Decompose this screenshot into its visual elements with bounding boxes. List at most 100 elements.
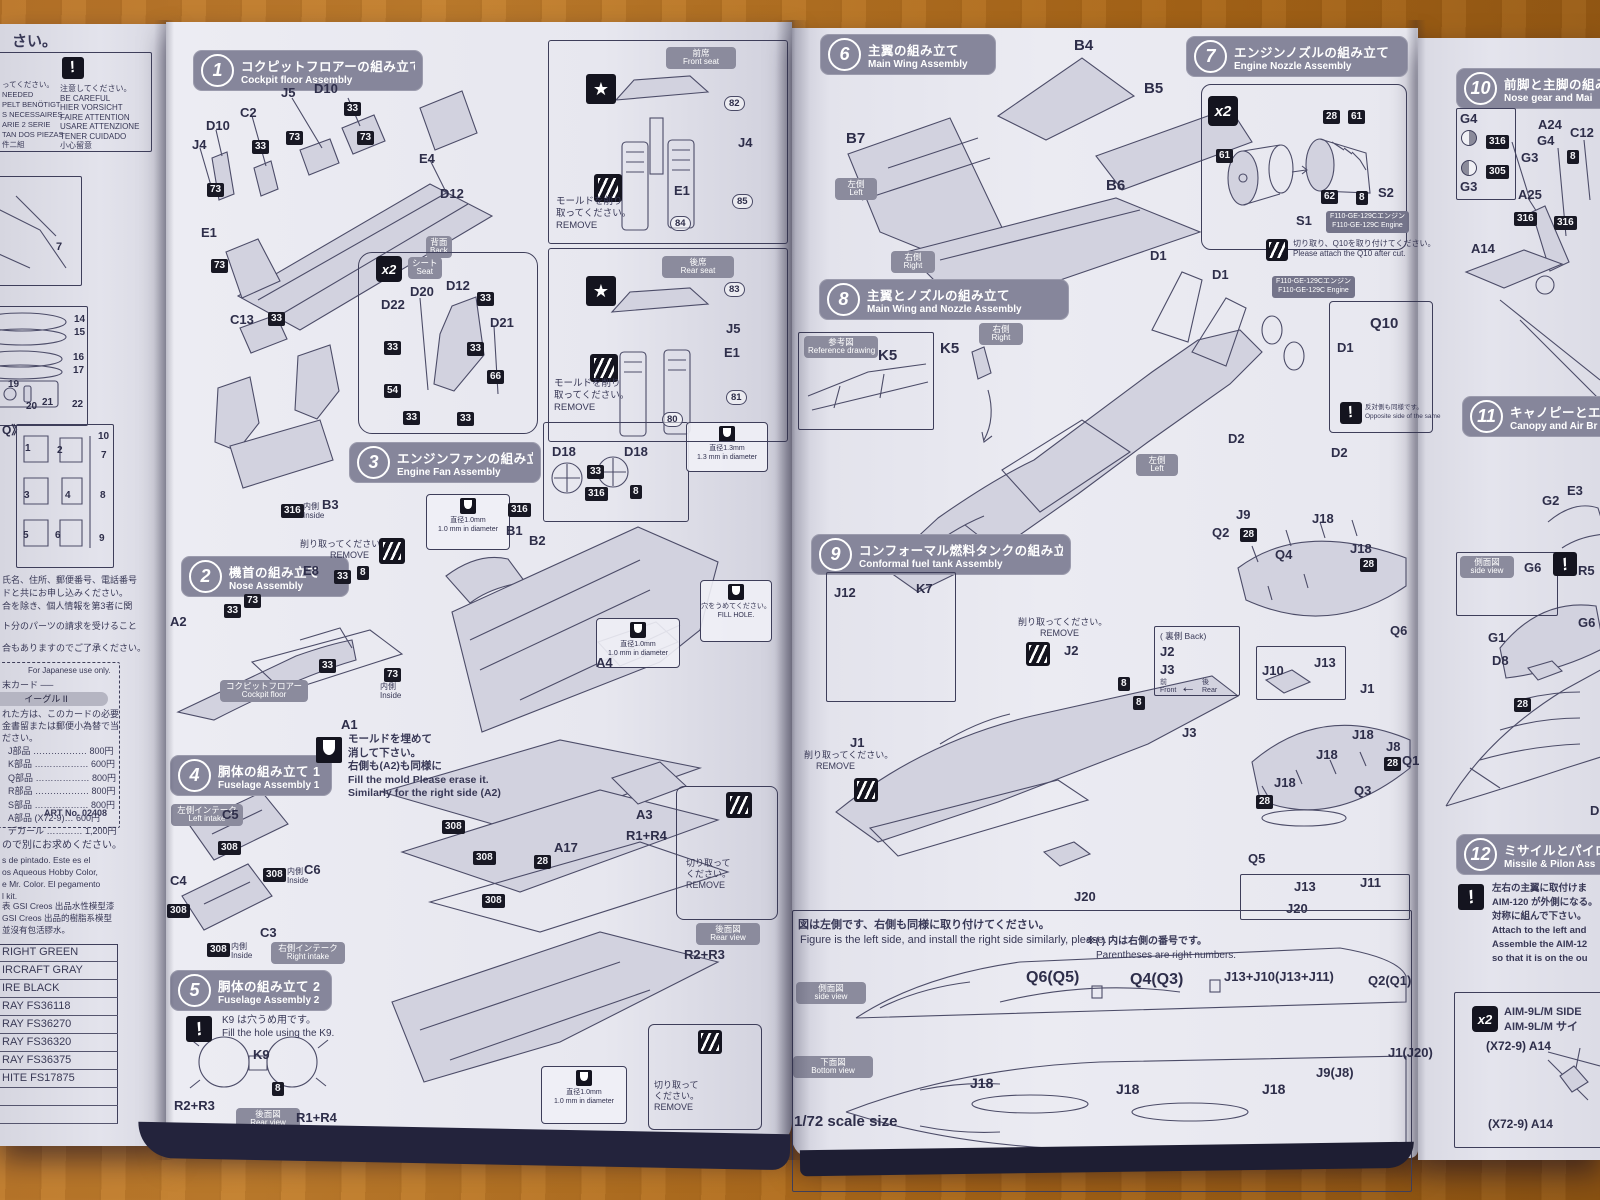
caution-icon: ! [1553,552,1577,576]
part-label-D1: D1 [1337,340,1354,355]
drill-hole-icon [576,1070,592,1086]
part-label-Q2(Q1): Q2(Q1) [1368,973,1412,988]
outline-box [543,422,689,522]
part-label-J20: J20 [1286,901,1308,916]
color-table-row [0,1088,118,1106]
step-number: 5 [178,974,211,1007]
part-label-J4: J4 [192,137,207,152]
part-label-D20: D20 [410,284,434,299]
drill-hole-icon [719,426,735,442]
part-label-G4: G4 [1537,133,1555,148]
outline-box [798,332,934,430]
part-label-D12: D12 [446,278,470,293]
part-label-K9: K9 [253,1047,270,1062]
part-label-D1: D1 [1150,248,1167,263]
drill-hole-icon [728,584,744,600]
part-label-D10: D10 [314,81,338,96]
paint-number-badge-305: 305 [1486,165,1509,179]
paint-number-badge-308: 308 [218,841,241,855]
part-label-C4: C4 [170,873,187,888]
remove-icon [379,538,405,564]
part-label-R2+R3: R2+R3 [684,947,725,962]
part-label-A4: A4 [596,655,613,670]
paint-number-badge-73: 73 [384,668,402,682]
note-text: 削り取ってください。 [1018,617,1108,627]
paint-number-badge-308: 308 [442,820,465,834]
part-label-4: 4 [65,490,71,501]
paint-number-badge-33: 33 [319,659,337,673]
part-label-J2: J2 [1064,643,1079,658]
paint-number-badge-73: 73 [286,131,304,145]
paint-number-badge-33: 33 [384,341,402,355]
paint-number-badge-28: 28 [1384,757,1402,771]
note-text: さい。 [12,33,58,50]
arrowl-icon: ← [1180,679,1196,696]
note-text: Parentheses are right numbers. [1096,950,1237,961]
outline-box [0,306,88,426]
outline-box [1329,301,1433,433]
part-label-R1+R4: R1+R4 [296,1110,337,1125]
part-label-1: 1 [25,443,31,454]
remove-icon [590,354,618,382]
part-label-10: 10 [98,431,110,442]
part-label-J3: J3 [1160,662,1175,677]
remove-icon [854,778,878,802]
paint-number-badge-28: 28 [1514,698,1532,712]
paint-number-badge-61: 61 [1216,149,1234,163]
part-label-D12: D12 [440,186,464,201]
caution-icon: ! [62,57,84,79]
part-label-J2: J2 [1160,644,1175,659]
part-label-J4: J4 [738,135,753,150]
part-label-E1: E1 [674,183,690,198]
paint-number-badge-316: 316 [508,503,531,517]
remove-icon [1266,239,1288,261]
note-text: モールドを削り取ってください。REMOVE [556,196,632,231]
part-label-Q3: Q3 [1354,783,1372,798]
step-number: 12 [1464,838,1497,871]
paint-number-badge-8: 8 [1133,696,1145,710]
color-table-row-RAY-FS36118: RAY FS36118 [0,998,118,1016]
step-header-10: 10前脚と主脚の組み立Nose gear and Mai [1456,68,1600,109]
step-number: 1 [201,54,234,87]
part-label-Q4(Q3): Q4(Q3) [1130,971,1184,988]
part-label-Q6: Q6 [1390,623,1408,638]
paint-number-badge-33: 33 [457,412,475,426]
part-label-2: 2 [57,445,63,456]
note-text: REMOVE [1040,628,1080,638]
part-label-J11: J11 [1360,875,1381,890]
part-label-(X72-9)-A14: (X72-9) A14 [1488,1117,1553,1131]
part-label-D18: D18 [552,444,576,459]
note-text: ※( ) 内は右側の番号です。 [1086,936,1207,947]
part-label-E1: E1 [201,225,217,240]
part-label-1/72-scale-size: 1/72 scale size [794,1113,898,1130]
paint-number-badge-54: 54 [384,384,402,398]
paint-number-badge-8: 8 [630,485,642,499]
color-table-row-IRCRAFT-GRAY: IRCRAFT GRAY [0,962,118,980]
note-text: 削り取ってください。 [804,750,894,760]
part-label-B5: B5 [1144,80,1164,97]
note-text: モールドを削り取ってください。REMOVE [554,378,630,413]
color-table-row-RAY-FS36375: RAY FS36375 [0,1052,118,1070]
part-label-J18: J18 [1352,727,1374,742]
part-label-B6: B6 [1106,177,1126,194]
outline-box [0,52,152,152]
half2-icon [1461,160,1477,176]
part-label-D21: D21 [490,315,514,330]
star-icon: ★ [586,276,616,306]
color-table-row-RIGHT-GREEN: RIGHT GREEN [0,944,118,962]
